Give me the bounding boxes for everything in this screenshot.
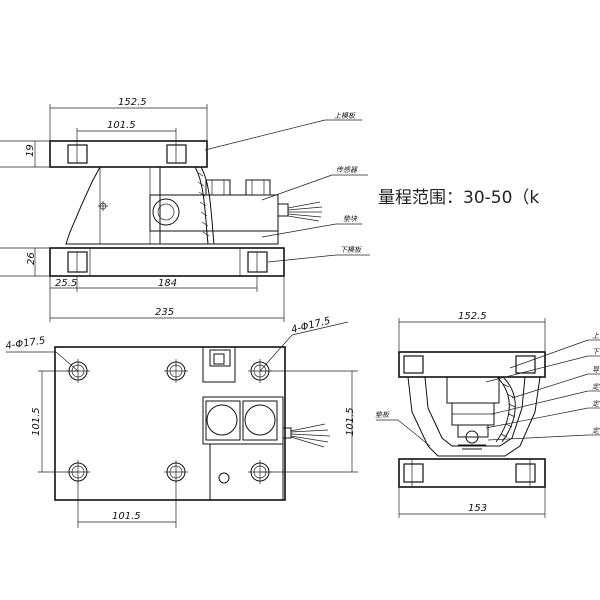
dim-offset: 25.5 [55, 278, 77, 289]
label-lower-plate: 下模板 [340, 246, 362, 254]
label-sensor: 传感器 [336, 166, 358, 174]
label-right-2: 下 [592, 348, 600, 356]
base-plate-outline [54, 346, 286, 501]
label-pad-block: 垫块 [343, 215, 358, 223]
dim-bottom: 101.5 [112, 511, 141, 522]
side-lower-plate [398, 458, 546, 488]
dim-holes-right: 4-Φ17.5 [290, 316, 332, 336]
label-pad: 垫板 [375, 411, 390, 419]
label-right-4: 定 [592, 383, 600, 391]
dim-inner-width: 101.5 [107, 120, 136, 131]
dim-side-top: 152.5 [458, 311, 487, 322]
label-right-6: 定 [592, 427, 600, 435]
dim-vertical-left: 101.5 [31, 407, 42, 436]
dim-holes-left: 4-Φ17.5 [5, 335, 46, 351]
dim-overall: 235 [155, 307, 174, 318]
label-right-3: 导 [592, 366, 600, 374]
column-body [65, 166, 161, 245]
lower-plate [49, 247, 285, 277]
dim-height-26: 26 [26, 252, 37, 265]
dim-height-19: 19 [25, 144, 36, 157]
label-upper-plate: 上模板 [334, 112, 356, 120]
side-view: 152.5 153 垫板 上 下 导 定 定 定 [375, 311, 600, 518]
plan-view: 4-Φ17.5 4-Φ17.5 101.5 101.5 101.5 [5, 316, 358, 528]
range-label: 量程范围：30-50（k [378, 188, 539, 208]
sensor-block [149, 194, 279, 232]
pad-block [159, 230, 279, 245]
dim-top-width: 152.5 [118, 97, 147, 108]
dim-base-length: 184 [158, 278, 177, 289]
dim-vertical-right: 101.5 [345, 407, 356, 436]
label-right-1: 上 [592, 332, 600, 340]
label-right-5: 定 [592, 400, 600, 408]
front-elevation-view: 152.5 101.5 19 26 25.5 184 235 上模板 传感器 垫… [0, 97, 370, 322]
dim-side-bottom: 153 [468, 503, 487, 514]
